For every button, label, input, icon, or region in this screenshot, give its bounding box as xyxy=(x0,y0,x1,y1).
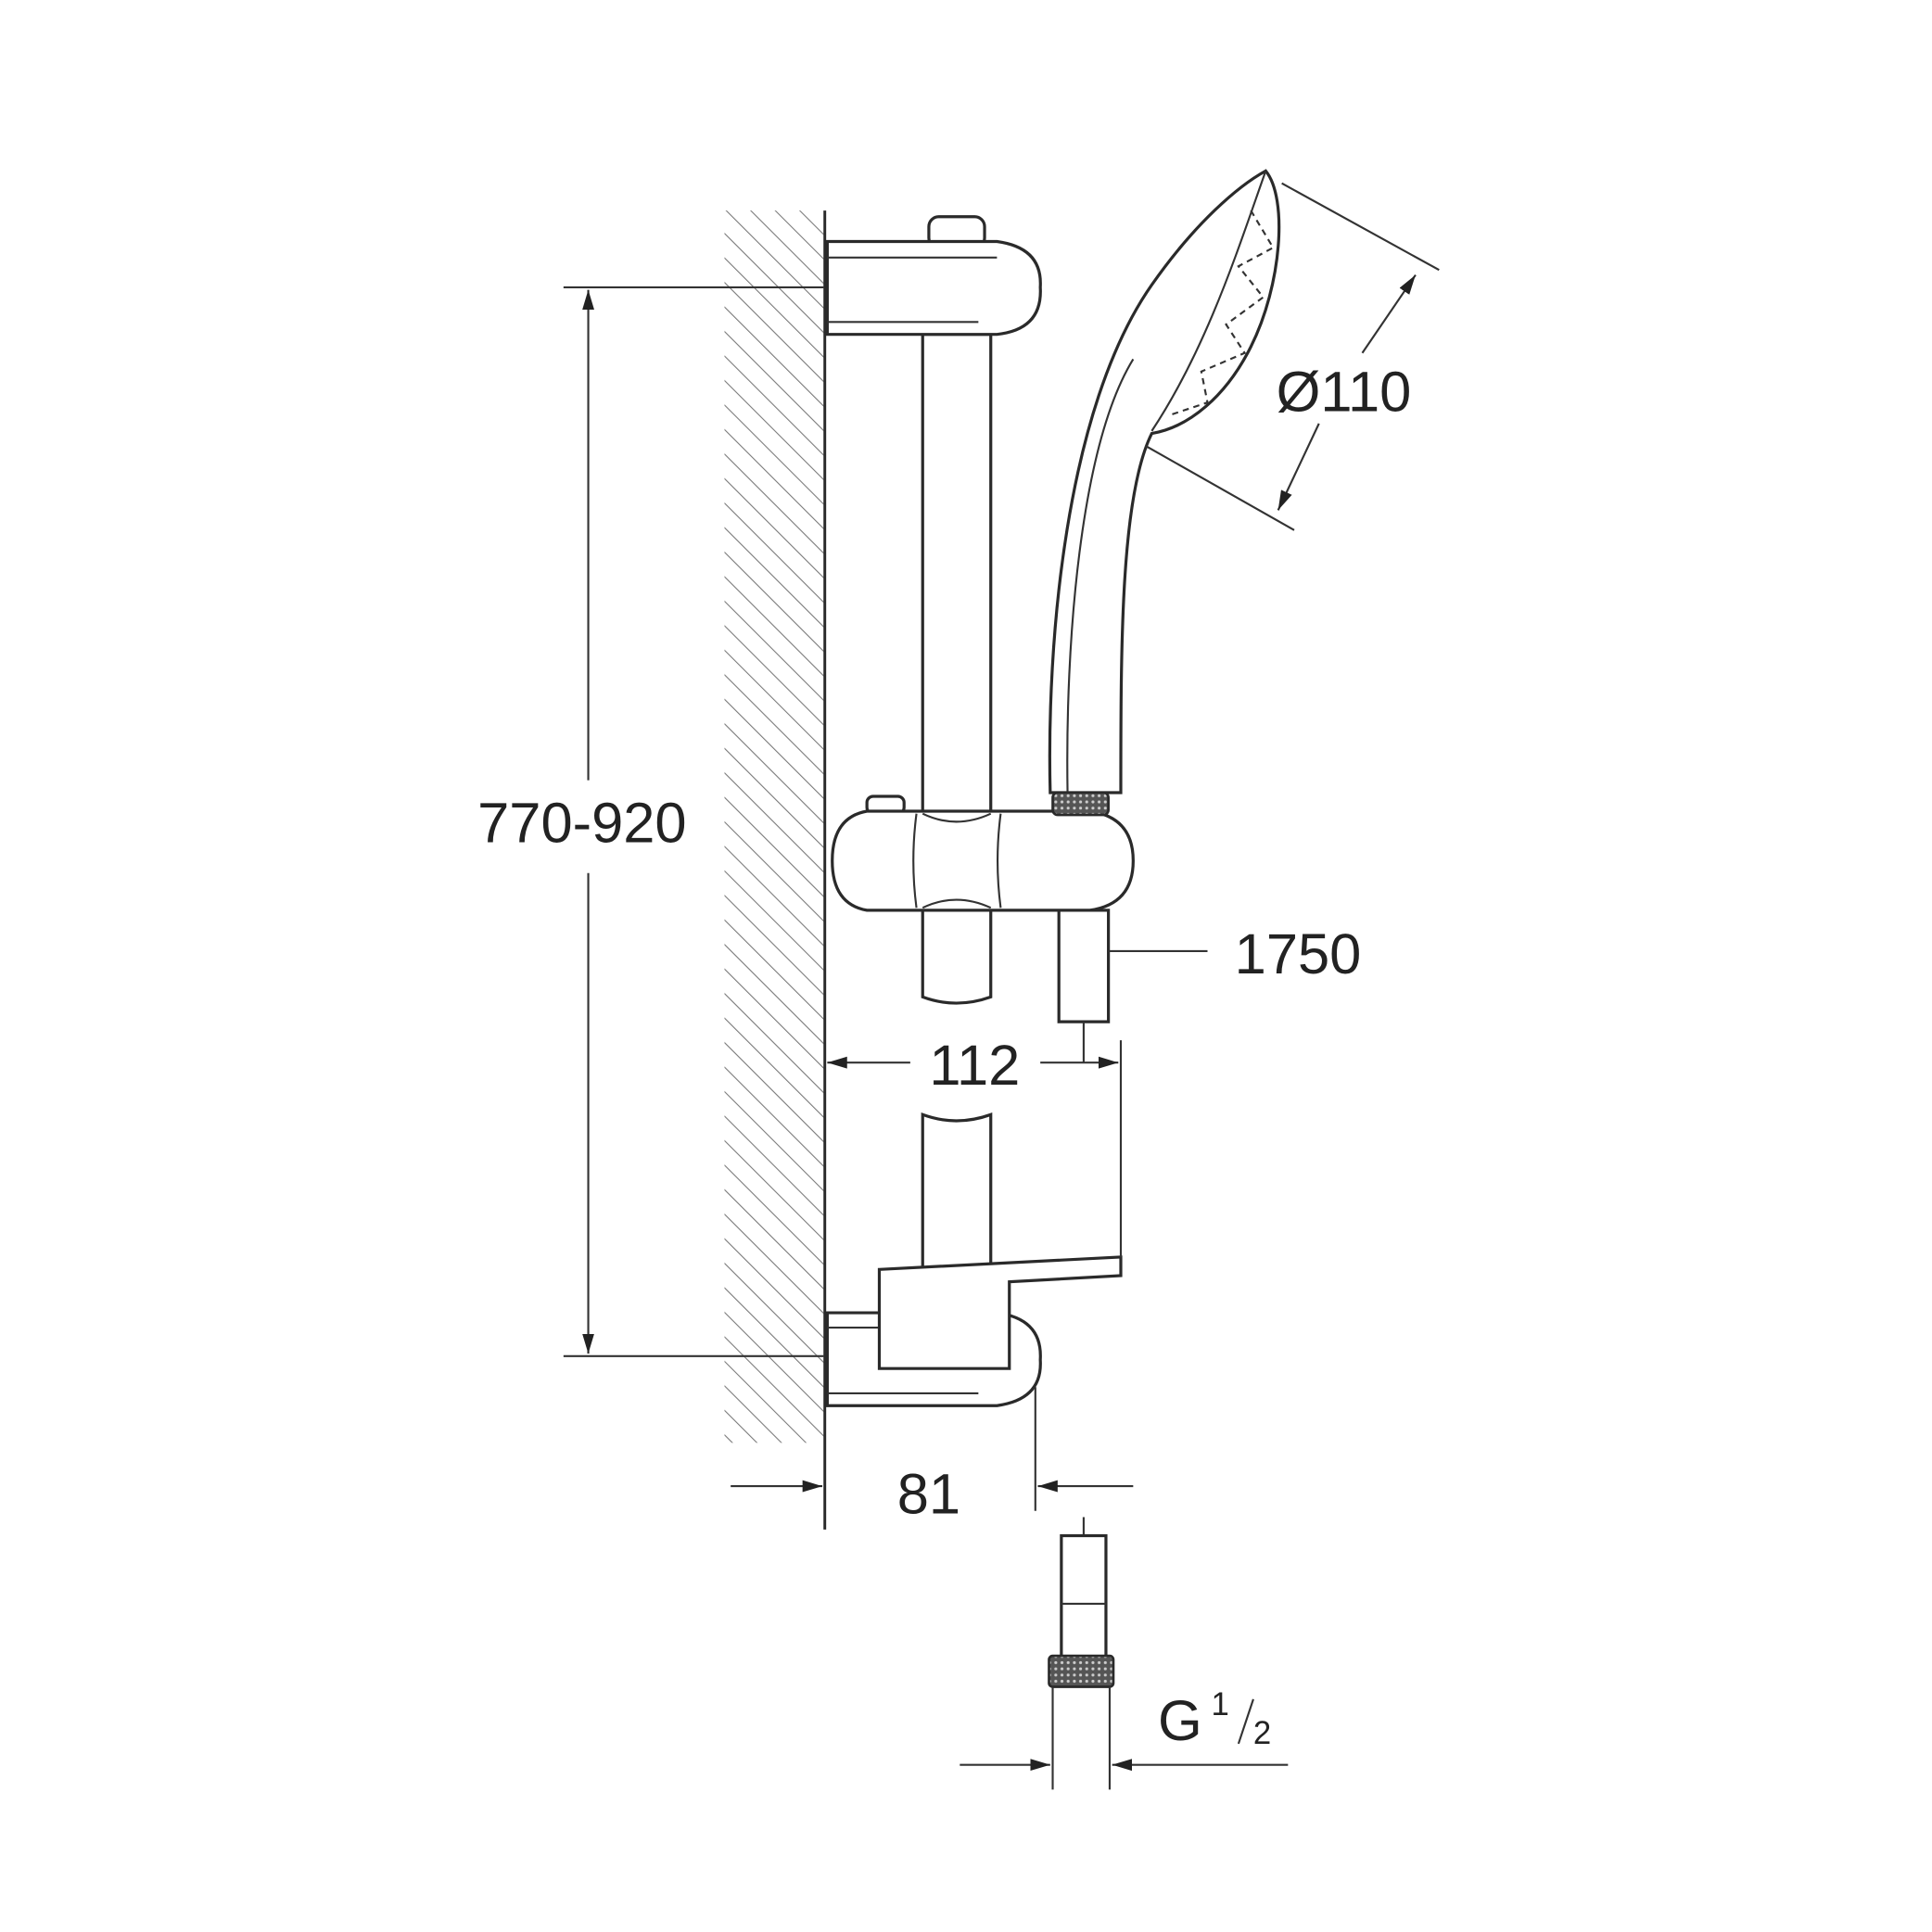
wall-projection-label: 81 xyxy=(897,1462,960,1526)
dimension-head-diameter: Ø110 xyxy=(1145,182,1440,531)
thread-denominator: 2 xyxy=(1253,1716,1271,1751)
head-diameter-label: Ø110 xyxy=(1277,361,1412,425)
hose-connector xyxy=(1057,909,1111,1023)
thread-prefix: G xyxy=(1158,1689,1202,1753)
holder-projection-label: 112 xyxy=(929,1034,1020,1098)
hand-shower xyxy=(1048,169,1281,817)
thread-numerator: 1 xyxy=(1212,1687,1229,1722)
hose-length-label: 1750 xyxy=(1235,922,1362,986)
hose-end-fitting xyxy=(1048,1517,1115,1790)
dimension-hose-length: 1750 xyxy=(1108,922,1362,986)
top-wall-bracket xyxy=(825,215,1042,337)
soap-dish xyxy=(877,1255,1123,1370)
bottom-wall-bracket xyxy=(825,1255,1123,1407)
slide-rail xyxy=(921,333,993,1271)
shower-head-holder xyxy=(831,794,1135,1023)
dimension-thread: G 1 2 xyxy=(960,1687,1289,1772)
dimension-rail-height: 770-920 xyxy=(477,286,824,1357)
rail-height-label: 770-920 xyxy=(477,791,686,855)
wall-section xyxy=(724,210,827,1530)
dimension-wall-projection: 81 xyxy=(731,1387,1134,1526)
dimension-holder-projection: 112 xyxy=(827,1022,1123,1257)
